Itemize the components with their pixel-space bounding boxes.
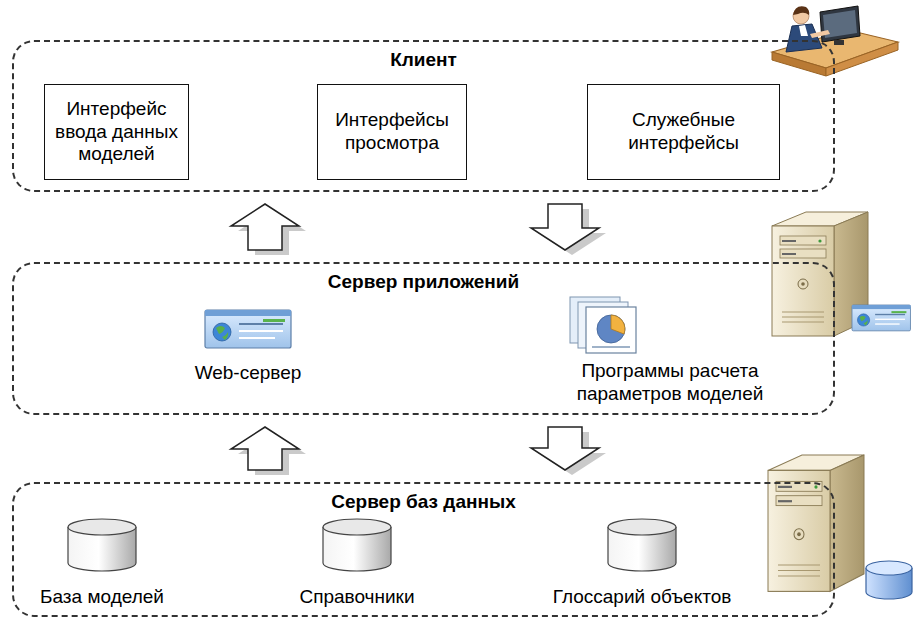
cylinder-top bbox=[68, 519, 136, 535]
interface-box: Интерфейсы просмотра bbox=[317, 84, 467, 180]
interface-box: Служебные интерфейсы bbox=[587, 84, 780, 180]
db-server-band: Сервер баз данныхБаза моделей Справочники… bbox=[12, 482, 835, 617]
cylinder-shape bbox=[67, 518, 137, 572]
app-server-illustration bbox=[772, 212, 910, 336]
node-text: База моделей bbox=[40, 586, 164, 609]
node-text: Глоссарий объектов bbox=[553, 586, 732, 609]
database-cylinder: База моделей bbox=[40, 518, 164, 609]
block-arrow bbox=[231, 427, 299, 470]
database-cylinder: Глоссарий объектов bbox=[553, 518, 732, 609]
db-server-illustration bbox=[768, 455, 912, 599]
block-arrow-group bbox=[231, 427, 306, 475]
cylinder-shape bbox=[322, 518, 392, 572]
block-arrow-group bbox=[531, 427, 606, 475]
cylinder-top bbox=[323, 519, 391, 535]
node-text: Служебные интерфейсы bbox=[596, 109, 771, 155]
icon-caption: Web-сервер bbox=[168, 362, 328, 385]
band-title: Сервер баз данных bbox=[14, 484, 833, 514]
node-text: Интерфейсы просмотра bbox=[326, 109, 458, 155]
client-band: КлиентИнтерфейс ввода данных моделей Инте… bbox=[12, 40, 835, 192]
node-text: Справочники bbox=[299, 586, 414, 609]
block-arrow bbox=[531, 427, 599, 470]
block-arrow bbox=[531, 204, 599, 250]
block-arrow-group bbox=[231, 204, 306, 255]
database-cylinder: Справочники bbox=[299, 518, 414, 609]
node-text: Интерфейс ввода данных моделей bbox=[53, 98, 180, 166]
block-arrow bbox=[231, 204, 299, 250]
interface-box: Интерфейс ввода данных моделей bbox=[44, 84, 189, 180]
programs-icon bbox=[570, 297, 636, 353]
web-server-icon bbox=[205, 310, 291, 348]
cylinder-shape bbox=[607, 518, 677, 572]
icon-caption: Программы расчета параметров моделей bbox=[550, 360, 790, 406]
band-title: Сервер приложений bbox=[14, 264, 833, 294]
block-arrow-group bbox=[531, 204, 606, 255]
cylinder-top bbox=[608, 519, 676, 535]
band-title: Клиент bbox=[14, 42, 833, 72]
